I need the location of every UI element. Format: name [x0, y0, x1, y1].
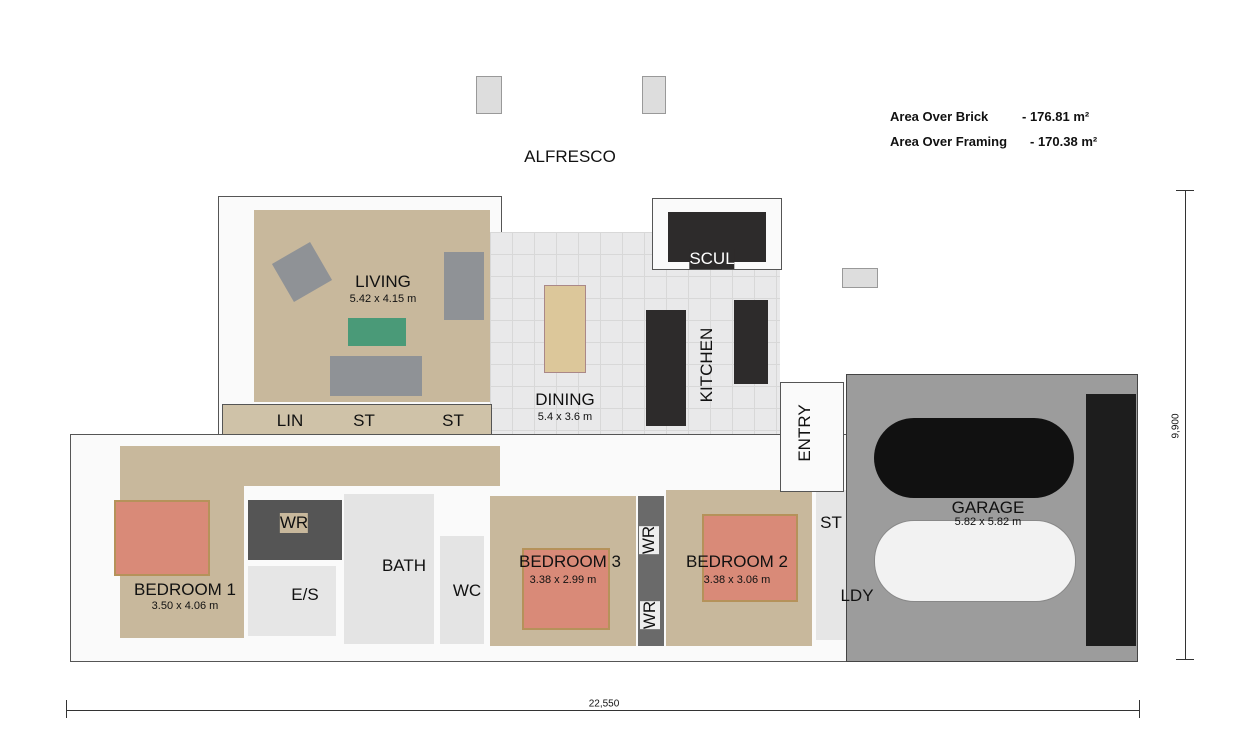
dim-tick — [66, 700, 67, 718]
wr-label: WR — [639, 525, 659, 555]
bed — [114, 500, 210, 576]
ensuite-floor — [248, 566, 336, 636]
kitchen-label: KITCHEN — [697, 327, 716, 403]
depth-dimension: 9,900 — [1170, 413, 1182, 439]
living-size: 5.42 x 4.15 m — [349, 293, 417, 305]
entry-walls — [780, 382, 844, 492]
bedroom2-label: BEDROOM 2 — [685, 552, 789, 571]
depth-dimension-line — [1185, 190, 1186, 660]
lin-label: LIN — [276, 411, 304, 430]
area-brick-label: Area Over Brick — [890, 109, 989, 124]
alfresco-column — [476, 76, 502, 114]
bedroom1-size: 3.50 x 4.06 m — [151, 600, 219, 612]
garage-label: GARAGE — [951, 498, 1025, 517]
bedroom3-label: BEDROOM 3 — [518, 552, 622, 571]
dining-size: 5.4 x 3.6 m — [537, 411, 593, 423]
dining-table — [544, 285, 586, 373]
garage-door — [1086, 394, 1136, 646]
kitchen-island — [646, 310, 686, 426]
bath-floor — [344, 494, 434, 644]
white-car — [874, 520, 1076, 602]
wr-label: WR — [640, 600, 660, 630]
dim-tick — [1139, 700, 1140, 718]
area-framing-value: - 170.38 m² — [1030, 134, 1098, 149]
hallway-floor — [244, 446, 500, 486]
ldy-label: LDY — [840, 586, 874, 605]
entry-label: ENTRY — [795, 404, 814, 462]
scul-label: SCUL — [689, 249, 735, 269]
bedroom3-size: 3.38 x 2.99 m — [529, 574, 597, 586]
outdoor-unit — [842, 268, 878, 288]
bed — [522, 548, 610, 630]
garage-size: 5.82 x 5.82 m — [954, 516, 1022, 528]
bed — [702, 514, 798, 602]
black-car — [874, 418, 1074, 498]
es-label: E/S — [291, 585, 319, 604]
dim-tick — [1176, 659, 1194, 660]
bath-label: BATH — [381, 556, 427, 575]
kitchen-bench — [734, 300, 768, 384]
width-dimension-line — [66, 710, 1140, 711]
wc-label: WC — [452, 581, 482, 600]
alfresco-label: ALFRESCO — [524, 147, 616, 166]
st-label: ST — [353, 411, 375, 430]
bedroom1-label: BEDROOM 1 — [133, 580, 237, 599]
dining-label: DINING — [535, 390, 595, 409]
width-dimension: 22,550 — [588, 698, 620, 710]
st-label: ST — [442, 411, 464, 430]
coffee-table — [348, 318, 406, 346]
area-brick-value: - 176.81 m² — [1022, 109, 1090, 124]
sofa — [444, 252, 484, 320]
wr-label: WR — [279, 513, 309, 533]
dim-tick — [1176, 190, 1194, 191]
wc-floor — [440, 536, 484, 644]
bedroom2-size: 3.38 x 3.06 m — [703, 574, 771, 586]
alfresco-column — [642, 76, 666, 114]
st-label: ST — [820, 513, 842, 532]
area-framing-label: Area Over Framing — [890, 134, 1008, 149]
sofa — [330, 356, 422, 396]
living-label: LIVING — [355, 272, 411, 291]
